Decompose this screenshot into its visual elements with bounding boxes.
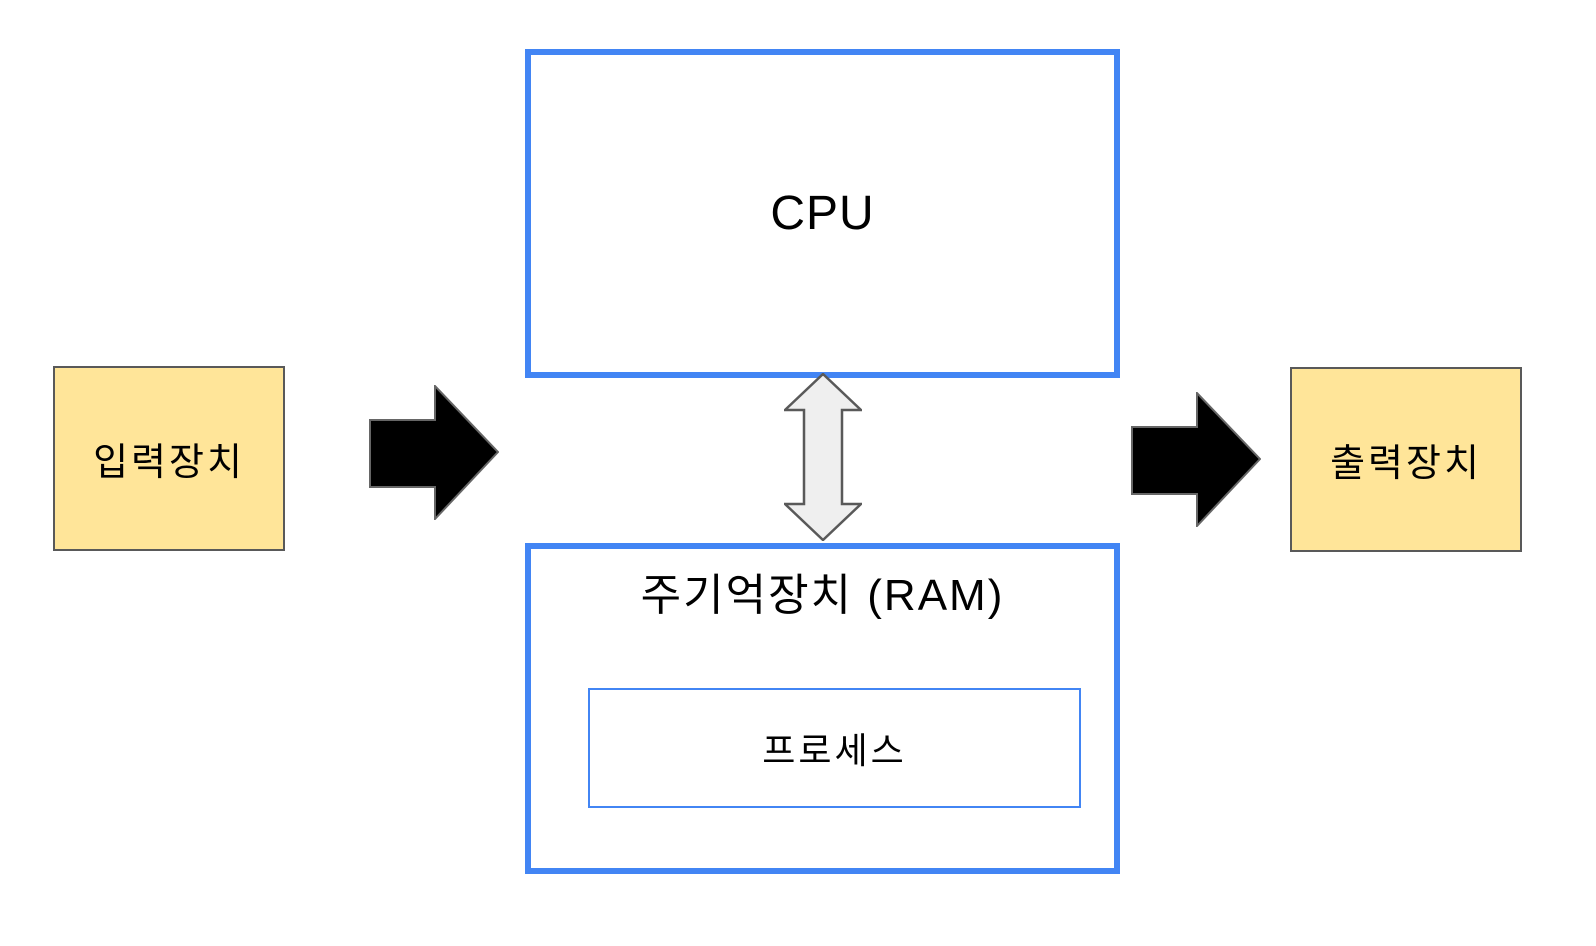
cpu-to-output-arrow-icon bbox=[1131, 392, 1261, 527]
input-device-label: 입력장치 bbox=[93, 442, 245, 484]
block-arrow-right-shape bbox=[1131, 392, 1261, 527]
cpu-label: CPU bbox=[770, 187, 875, 240]
double-arrow-vertical-shape bbox=[784, 373, 862, 541]
process-box: 프로세스 bbox=[588, 688, 1081, 808]
process-label: 프로세스 bbox=[762, 730, 907, 771]
cpu-ram-double-arrow-icon bbox=[784, 373, 862, 541]
output-device-box: 출력장치 bbox=[1290, 367, 1522, 552]
output-device-label: 출력장치 bbox=[1330, 443, 1482, 485]
ram-label: 주기억장치 (RAM) bbox=[640, 571, 1005, 620]
input-to-cpu-arrow-icon bbox=[369, 385, 499, 520]
block-arrow-right-shape bbox=[369, 385, 499, 520]
ram-box: 주기억장치 (RAM) 프로세스 bbox=[525, 543, 1120, 874]
cpu-box: CPU bbox=[525, 49, 1120, 378]
input-device-box: 입력장치 bbox=[53, 366, 285, 551]
